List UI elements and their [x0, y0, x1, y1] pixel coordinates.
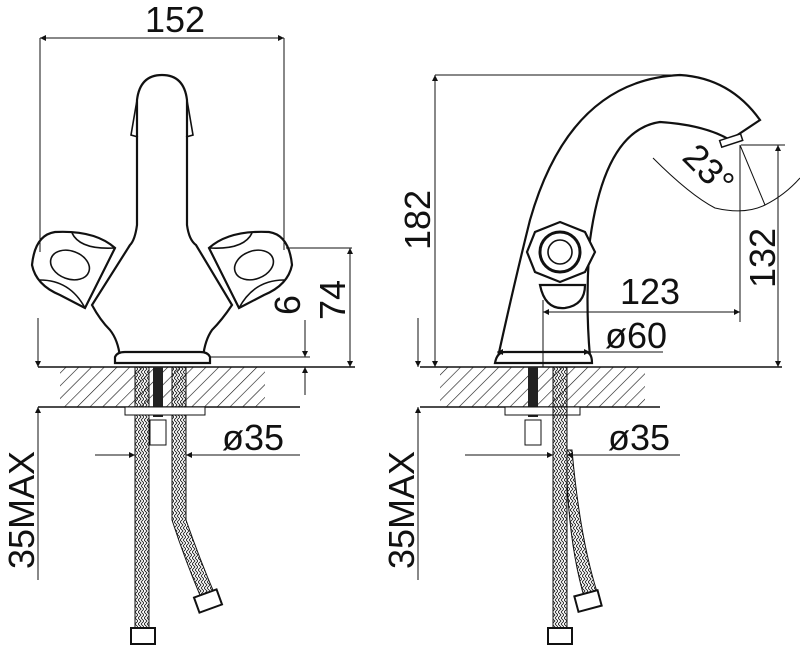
hose-nut-left	[130, 627, 156, 645]
spray-angle-arc	[652, 157, 800, 212]
hose-diameter-label: ø35	[608, 417, 670, 458]
base-height-label: 6	[267, 295, 308, 315]
handle-height-label: 74	[312, 280, 353, 320]
max-thickness-label: 35MAX	[1, 451, 42, 569]
base-diameter-label: ø60	[605, 315, 667, 356]
hose-nut-right	[192, 588, 224, 614]
total-height-label: 182	[397, 190, 438, 250]
mounting-nut	[524, 419, 542, 446]
spray-angle-label: 23°	[675, 135, 742, 202]
hose-nut	[573, 588, 603, 614]
hose-diameter-label: ø35	[222, 417, 284, 458]
max-thickness-label: 35MAX	[381, 451, 422, 569]
side-view: 182 35MAX 132 123 ø60 23° ø35	[381, 73, 800, 645]
spout-height-label: 132	[742, 228, 783, 288]
mounting-stud	[153, 367, 163, 417]
countertop-hatch	[440, 367, 645, 407]
mounting-nut	[149, 419, 167, 446]
spout-detail	[130, 99, 194, 138]
hose	[552, 366, 568, 633]
width-label: 152	[145, 0, 205, 40]
mounting-stud	[528, 367, 538, 417]
handle-right[interactable]	[207, 230, 294, 310]
hose-nut	[547, 627, 573, 645]
handle-left[interactable]	[30, 230, 117, 310]
hose	[566, 449, 599, 601]
handle-side[interactable]	[525, 220, 597, 310]
front-view: 152 74 6 35MAX ø35	[1, 0, 355, 645]
aerator	[718, 132, 744, 149]
spray-angle-line	[739, 144, 766, 206]
faucet-body	[90, 73, 234, 359]
base-plate	[113, 350, 212, 365]
spout-reach-label: 123	[620, 271, 680, 312]
mounting-washer	[124, 406, 206, 416]
mounting-washer	[504, 406, 581, 416]
